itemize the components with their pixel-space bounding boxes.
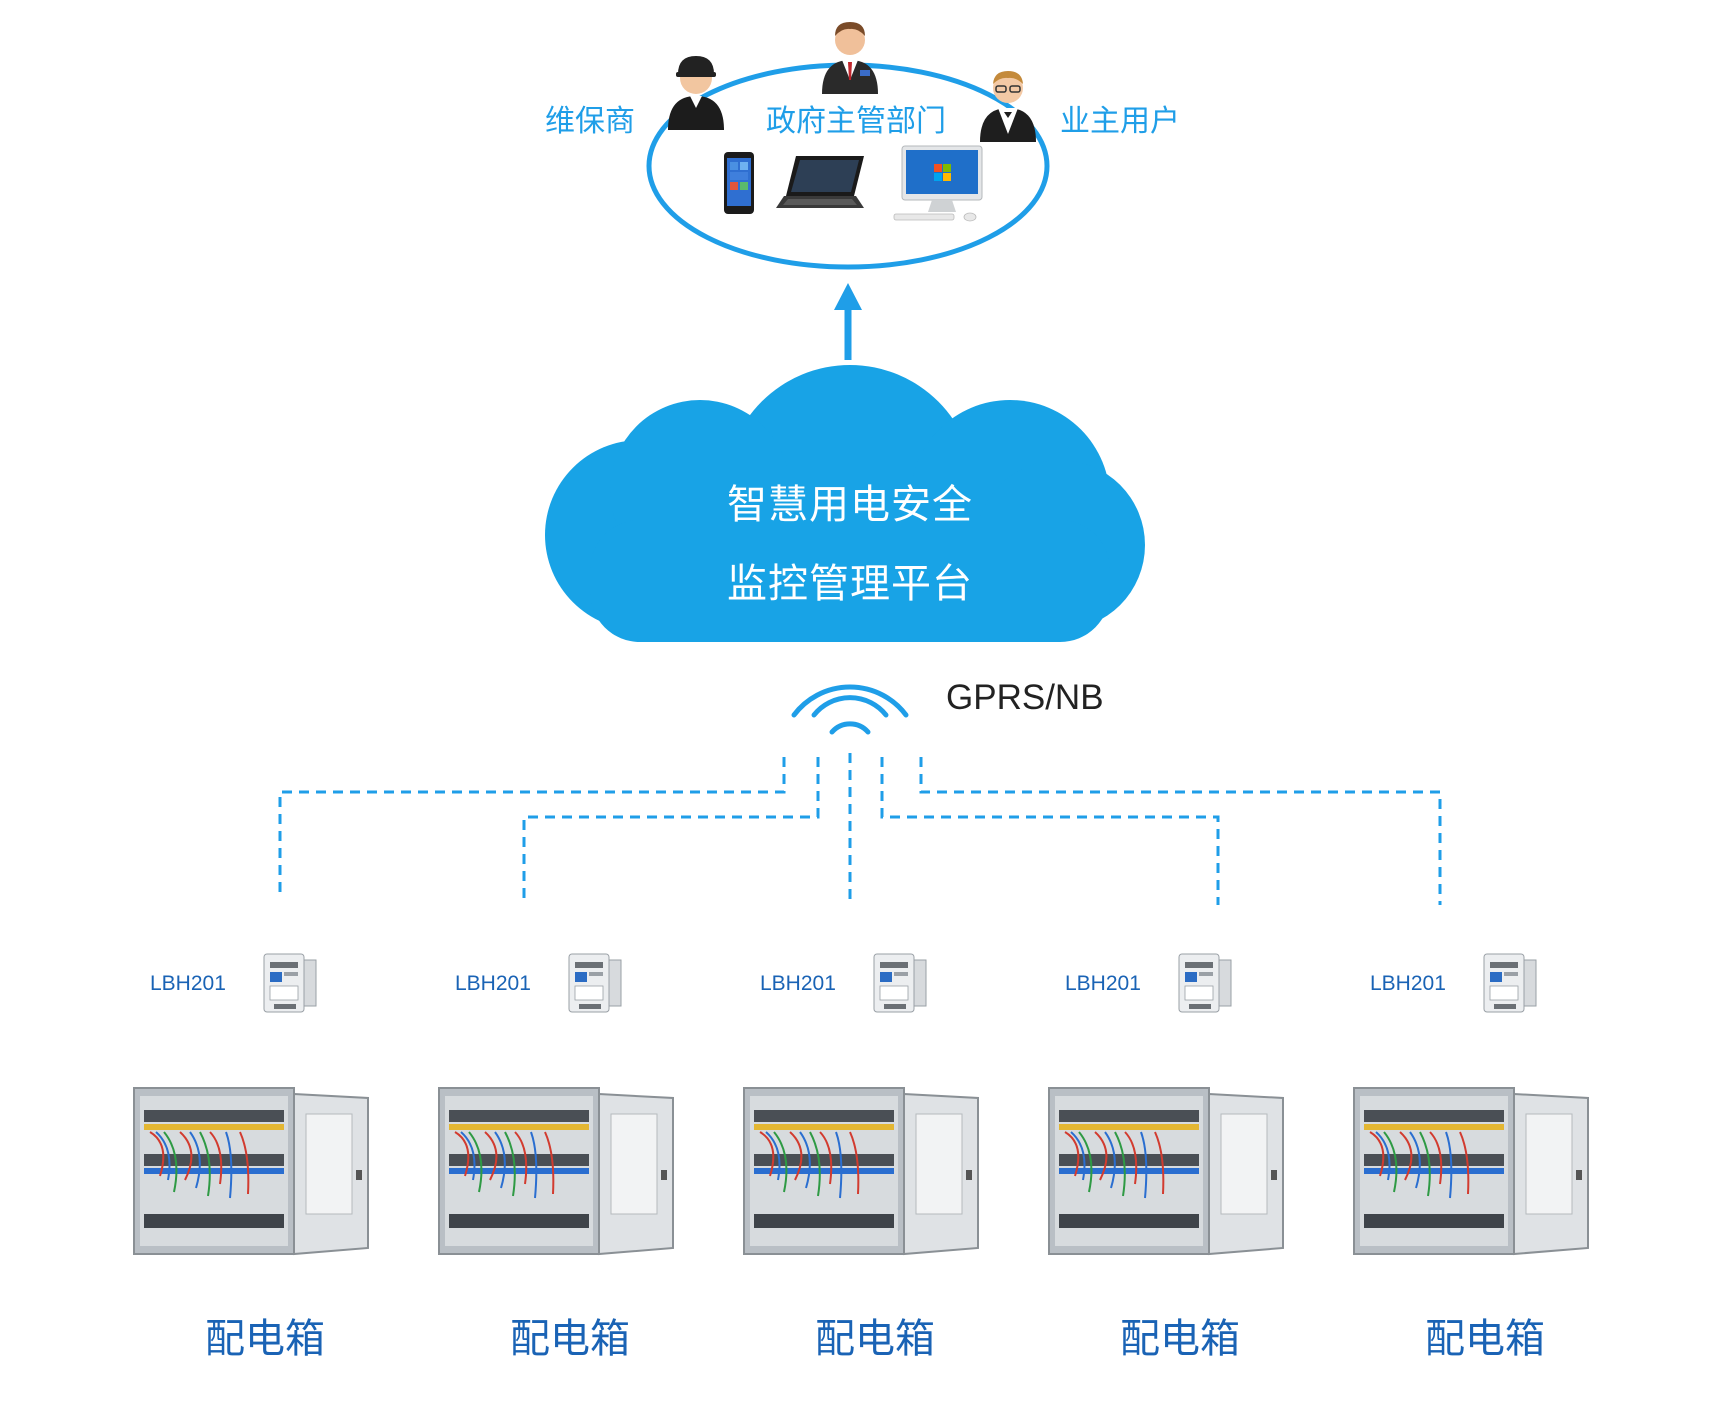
distribution-cabinet-icon (133, 1087, 369, 1256)
distribution-cabinet-icon (438, 1087, 674, 1256)
maintenance-person-icon (668, 56, 724, 130)
breaker-device-icon (873, 953, 927, 1013)
role-label-maintainer: 维保商 (545, 104, 635, 139)
device-label: LBH201 (150, 972, 226, 995)
cabinet-label: 配电箱 (205, 1316, 325, 1362)
cabinet-label: 配电箱 (510, 1316, 630, 1362)
government-person-icon (822, 22, 878, 94)
cabinet-label: 配电箱 (1425, 1316, 1545, 1362)
platform-title-line1: 智慧用电安全 (727, 482, 973, 528)
upward-arrow (834, 283, 862, 360)
device-label: LBH201 (455, 972, 531, 995)
owner-person-icon (980, 71, 1036, 142)
breaker-device-icon (1483, 953, 1537, 1013)
device-label: LBH201 (1370, 972, 1446, 995)
device-label: LBH201 (1065, 972, 1141, 995)
distribution-cabinet-icon (1048, 1087, 1284, 1256)
dashed-connections (278, 753, 1442, 905)
phone-icon (724, 152, 754, 214)
breaker-device-icon (568, 953, 622, 1013)
cabinet-label: 配电箱 (815, 1316, 935, 1362)
role-label-owner: 业主用户 (1060, 104, 1180, 139)
distribution-cabinet-icon (743, 1087, 979, 1256)
cabinet-label: 配电箱 (1120, 1316, 1240, 1362)
breaker-device-icon (263, 953, 317, 1013)
distribution-cabinet-icon (1353, 1087, 1589, 1256)
cloud-shape (545, 365, 1145, 642)
network-label: GPRS/NB (946, 678, 1104, 717)
role-label-government: 政府主管部门 (766, 104, 946, 139)
laptop-icon (776, 156, 864, 208)
desktop-computer-icon (893, 145, 983, 222)
platform-title-line2: 监控管理平台 (727, 561, 973, 607)
breaker-device-icon (1178, 953, 1232, 1013)
wifi-signal-icon (791, 684, 909, 735)
device-label: LBH201 (760, 972, 836, 995)
